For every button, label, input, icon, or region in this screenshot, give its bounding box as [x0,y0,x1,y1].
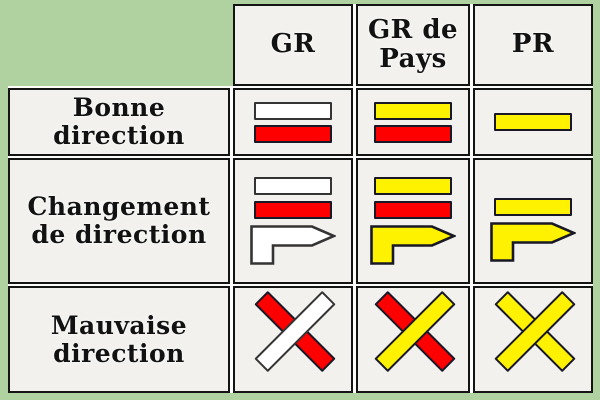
turn-arrow-icon-yellow [490,222,576,262]
header-label-gr: GR [270,29,316,60]
cross-icon-red-yellow [374,290,456,372]
marker-cell-mauvaise-pr [473,286,593,393]
marker-stack [374,290,456,372]
row-label-bonne-direction: Bonne direction [8,88,230,156]
stripe-marker-yellow [494,113,572,131]
cross-icon-red-white [254,290,336,372]
marker-stack [494,113,572,131]
stripe-marker-white [254,177,332,195]
row-label-mauvaise-direction: Mauvaise direction [8,286,230,393]
marker-stack [494,290,576,372]
header-cell-gr: GR [233,4,353,86]
row-label-text: Bonne direction [53,93,185,150]
stripe-marker-yellow [374,101,452,120]
marker-cell-mauvaise-gr-de-pays [356,286,470,393]
marker-stack [254,290,336,372]
stripe-marker-red [254,201,332,219]
marker-cell-bonne-gr [233,88,353,156]
marker-stack [374,101,452,143]
stripe-marker-red [374,124,452,143]
marker-cell-changement-pr [473,158,593,284]
marker-cell-bonne-pr [473,88,593,156]
marker-stack [370,177,456,265]
stripe-marker-yellow [494,198,572,216]
stripe-marker-red [254,124,332,143]
header-label-pr: PR [511,29,555,60]
marker-stack [254,101,332,143]
marker-cell-mauvaise-gr [233,286,353,393]
row-label-text: Changement de direction [27,192,211,249]
row-label-changement-de-direction: Changement de direction [8,158,230,284]
stripe-marker-white [254,101,332,120]
marker-cell-bonne-gr-de-pays [356,88,470,156]
marker-cell-changement-gr-de-pays [356,158,470,284]
header-cell-gr-de-pays: GR de Pays [356,4,470,86]
stripe-marker-red [374,201,452,219]
turn-arrow-icon-white [250,225,336,265]
marker-stack [250,177,336,265]
header-cell-pr: PR [473,4,593,86]
header-label-gr-de-pays: GR de Pays [367,14,459,74]
turn-arrow-icon-yellow [370,225,456,265]
marker-stack [490,198,576,262]
row-label-text: Mauvaise direction [50,310,188,368]
cross-icon-yellow-yellow [494,290,576,372]
marker-cell-changement-gr [233,158,353,284]
stripe-marker-yellow [374,177,452,195]
